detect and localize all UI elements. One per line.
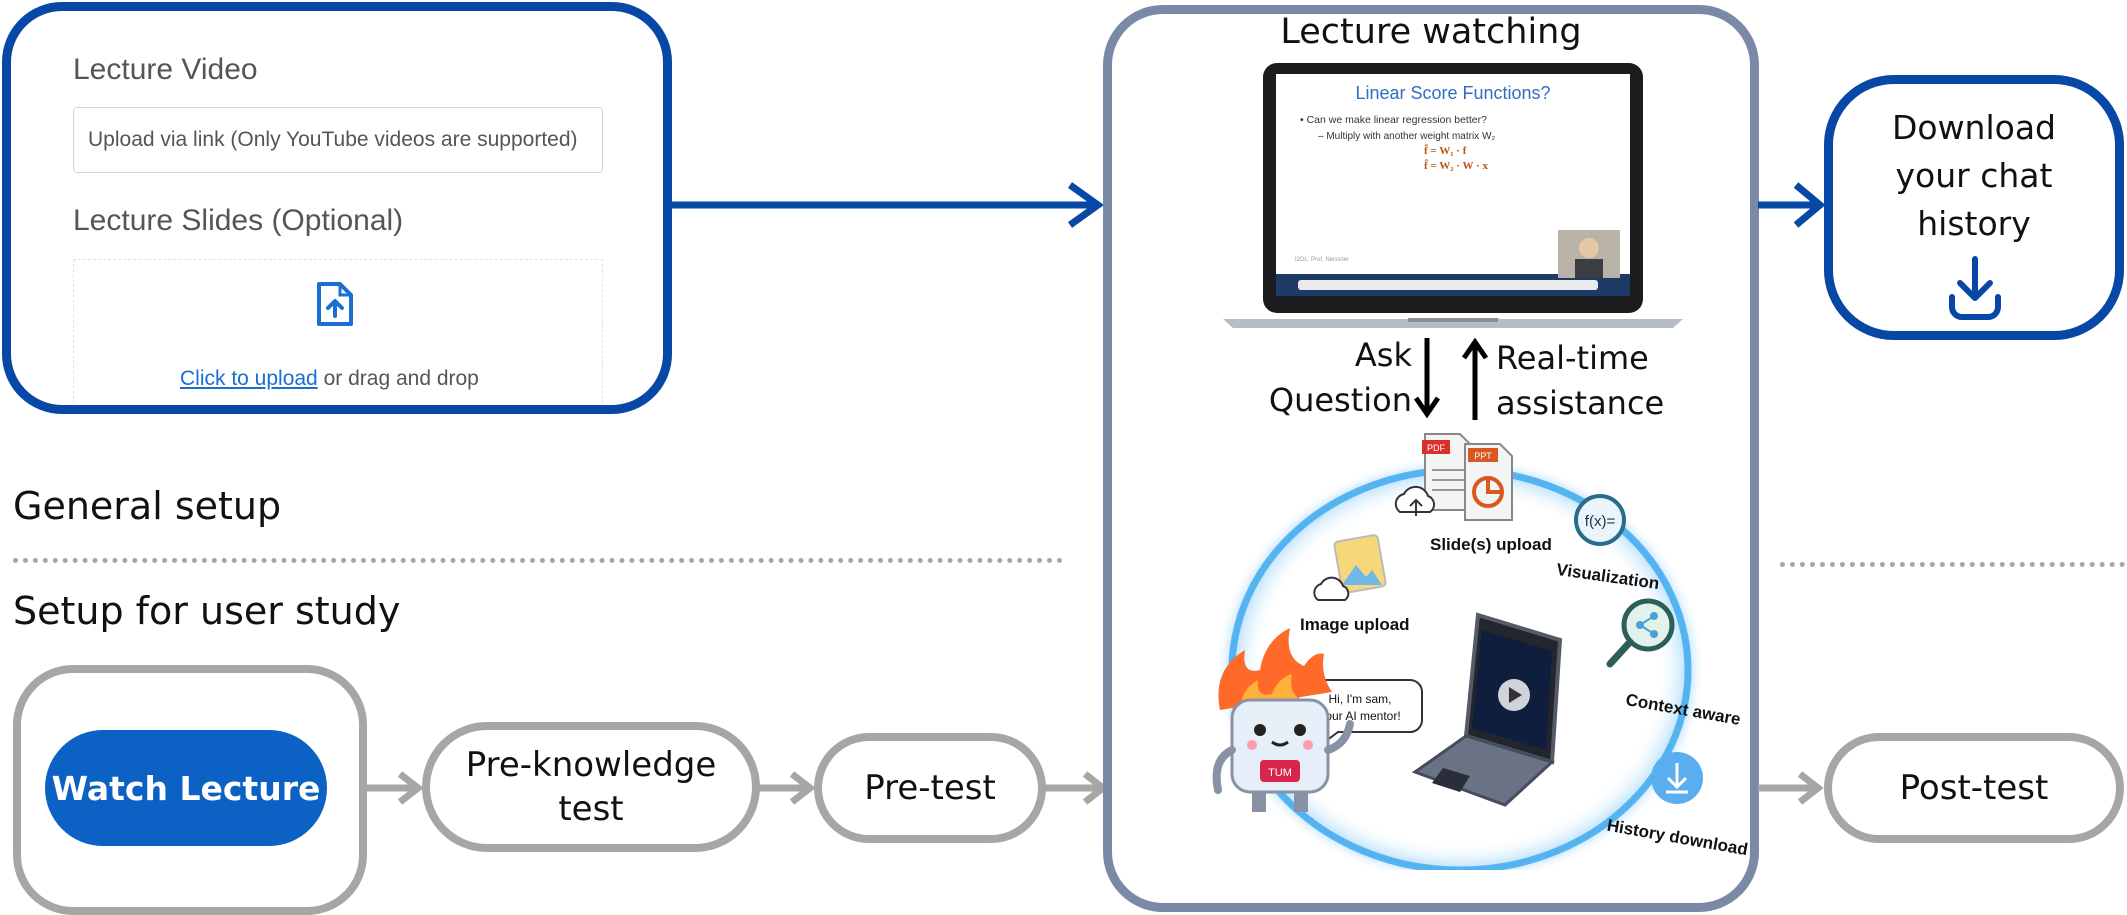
- ask-question-label: Ask Question: [1268, 336, 1412, 419]
- video-link-input[interactable]: Upload via link (Only YouTube videos are…: [73, 107, 603, 173]
- click-to-upload-link[interactable]: Click to upload: [180, 367, 318, 390]
- divider-right: [1780, 562, 2125, 567]
- slide-sub-bullet: – Multiply with another weight matrix W₂: [1318, 131, 1495, 142]
- lecture-slides-label: Lecture Slides (Optional): [73, 204, 404, 237]
- slide-eq2: f̂ = W₂ · W · x: [1424, 160, 1488, 172]
- ppt-badge-text: PPT: [1474, 451, 1492, 461]
- general-setup-label: General setup: [13, 484, 282, 528]
- drag-drop-text: or drag and drop: [317, 367, 479, 390]
- pre-test-box: Pre-test: [814, 733, 1046, 843]
- upload-instructions: Click to upload or drag and drop: [180, 367, 479, 391]
- post-test-box: Post-test: [1824, 733, 2124, 843]
- arrow-pretest-to-lecture: [1045, 771, 1109, 805]
- slides-upload-label: Slide(s) upload: [1430, 535, 1552, 554]
- lecture-panel-title: Lecture watching: [1280, 12, 1582, 52]
- arrow-assist-up: [1461, 338, 1489, 420]
- slide-sub-bullet-text: Multiply with another weight matrix W₂: [1326, 131, 1496, 142]
- user-study-label: Setup for user study: [13, 589, 401, 633]
- pre-knowledge-test-box: Pre-knowledge test: [422, 722, 760, 852]
- download-history-panel[interactable]: [1824, 75, 2124, 340]
- realtime-assistance-label: Real-time assistance: [1496, 339, 1665, 422]
- lecture-video-label: Lecture Video: [73, 53, 258, 86]
- arrow-watch-to-preknowledge: [366, 771, 424, 805]
- arrow-lecture-to-download: [1758, 182, 1826, 228]
- feature-ring-illustration: PDF PPT f(x)= Hi, I'm sam, your AI men: [1212, 433, 1705, 870]
- sub-bullet-dash: –: [1318, 131, 1327, 142]
- arrow-lecture-to-posttest: [1758, 771, 1824, 805]
- upload-form-panel: Lecture Video Upload via link (Only YouT…: [2, 2, 672, 414]
- laptop-illustration: [1223, 63, 1683, 328]
- watch-lecture-button[interactable]: Watch Lecture: [45, 730, 327, 846]
- speech-line-2: your AI mentor!: [1319, 709, 1400, 723]
- slides-dropzone[interactable]: [73, 259, 603, 405]
- robot-badge-text: TUM: [1268, 767, 1292, 779]
- download-icon[interactable]: [1947, 255, 2003, 321]
- upload-file-icon[interactable]: [316, 281, 354, 327]
- arrow-upload-to-lecture: [670, 182, 1105, 228]
- slide-bullet-text: Can we make linear regression better?: [1306, 114, 1487, 126]
- pdf-badge-text: PDF: [1427, 443, 1446, 453]
- speech-line-1: Hi, I'm sam,: [1329, 692, 1392, 706]
- download-history-label: Download your chat history: [1891, 108, 2057, 243]
- slide-footer: I2DL: Prof. Niessner: [1295, 257, 1350, 263]
- divider-left: [13, 558, 1063, 563]
- fx-glyph: f(x)=: [1585, 513, 1616, 530]
- image-upload-label: Image upload: [1300, 615, 1410, 634]
- bullet-dot: •: [1300, 114, 1307, 126]
- slide-eq1: f̂ = W₁ · f: [1424, 145, 1467, 157]
- slide-title: Linear Score Functions?: [1355, 83, 1551, 103]
- arrow-ask-down: [1413, 338, 1441, 419]
- slide-bullet: • Can we make linear regression better?: [1300, 114, 1487, 126]
- arrow-preknowledge-to-pretest: [758, 771, 816, 805]
